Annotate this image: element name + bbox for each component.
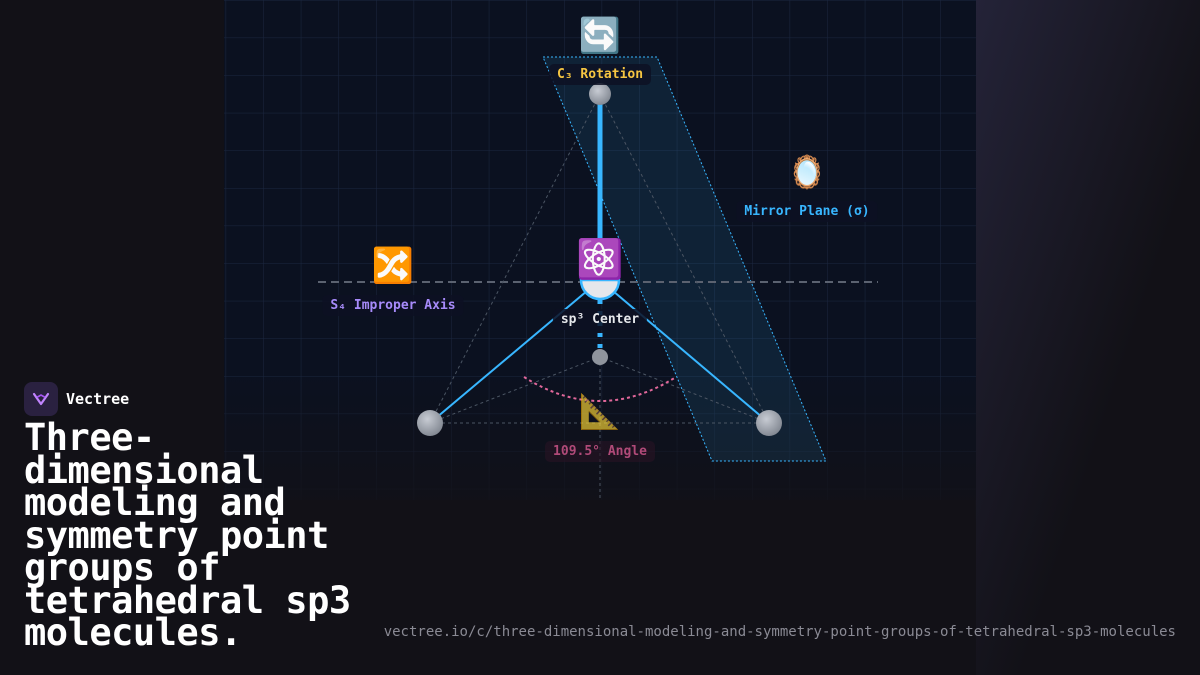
mirror-icon: 🪞 (787, 153, 827, 191)
atom-top (589, 83, 611, 105)
atom-right (756, 410, 782, 436)
brand-name: Vectree (66, 390, 130, 408)
sp3-center-label: sp³ Center (552, 309, 648, 330)
atom-back (592, 349, 608, 365)
atom-icon: ⚛️ (576, 237, 624, 281)
tetrahedron-edges (429, 93, 770, 500)
vectree-logo-icon (24, 382, 58, 416)
brand: Vectree (24, 382, 129, 416)
angle-arc (523, 376, 677, 402)
shuffle-icon: 🔀 (371, 246, 415, 286)
c3-rotation-label: C₃ Rotation (548, 64, 652, 85)
center-atom-base (579, 278, 621, 301)
mirror-plane-label: Mirror Plane (σ) (736, 201, 878, 222)
triangle-ruler-icon: 📐 (578, 392, 622, 432)
bond-left (429, 279, 601, 424)
page-title: Three-dimensional modeling and symmetry … (24, 416, 351, 654)
right-glow-panel (975, 0, 1200, 675)
angle-label: 109.5° Angle (545, 441, 655, 462)
bond-right (599, 279, 770, 424)
mirror-plane (542, 56, 827, 462)
s4-axis-label: S₄ Improper Axis (322, 295, 464, 316)
atom-left (417, 410, 443, 436)
page-url[interactable]: vectree.io/c/three-dimensional-modeling-… (383, 624, 1176, 640)
rotation-icon: 🔄 (578, 16, 622, 56)
